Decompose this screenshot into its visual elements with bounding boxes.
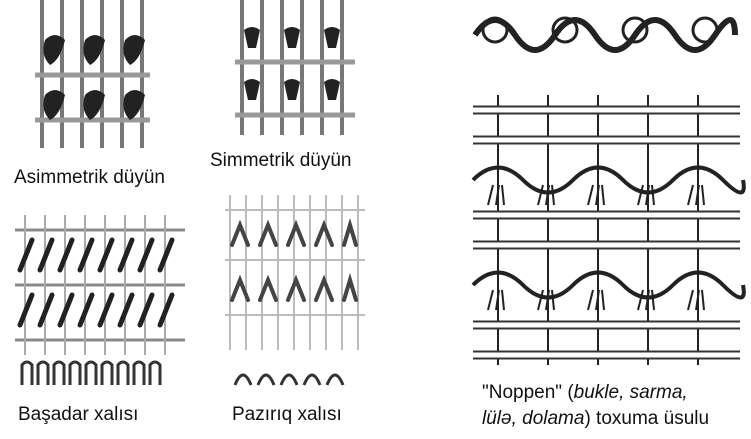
caption-paziriq-carpet: Pazırıq xalısı — [232, 404, 342, 426]
asymmetric-knot-drawing — [20, 0, 170, 150]
noppen-weave-figure — [468, 95, 746, 370]
caption-noppen-line1: "Noppen" (bukle, sarma, — [482, 380, 709, 406]
caption-symmetric-knot: Simmetrik düyün — [210, 150, 352, 172]
caption-noppen: "Noppen" (bukle, sarma, lülə, dolama) to… — [482, 380, 709, 432]
caption-asymmetric-knot: Asimmetrik düyün — [14, 167, 165, 189]
symmetric-knot-figure — [230, 0, 360, 140]
paziriq-carpet-figure — [220, 190, 370, 400]
asymmetric-knot-figure — [20, 0, 170, 150]
paziriq-carpet-drawing — [220, 190, 370, 400]
basadar-carpet-drawing — [10, 210, 190, 400]
basadar-carpet-figure — [10, 210, 190, 400]
caption-basadar-carpet: Başadar xalısı — [18, 404, 138, 426]
noppen-weave-drawing — [468, 95, 746, 370]
noppen-border-figure — [470, 5, 740, 65]
symmetric-knot-drawing — [230, 0, 360, 140]
noppen-border-drawing — [470, 5, 740, 65]
caption-noppen-line2: lülə, dolama) toxuma üsulu — [482, 406, 709, 432]
